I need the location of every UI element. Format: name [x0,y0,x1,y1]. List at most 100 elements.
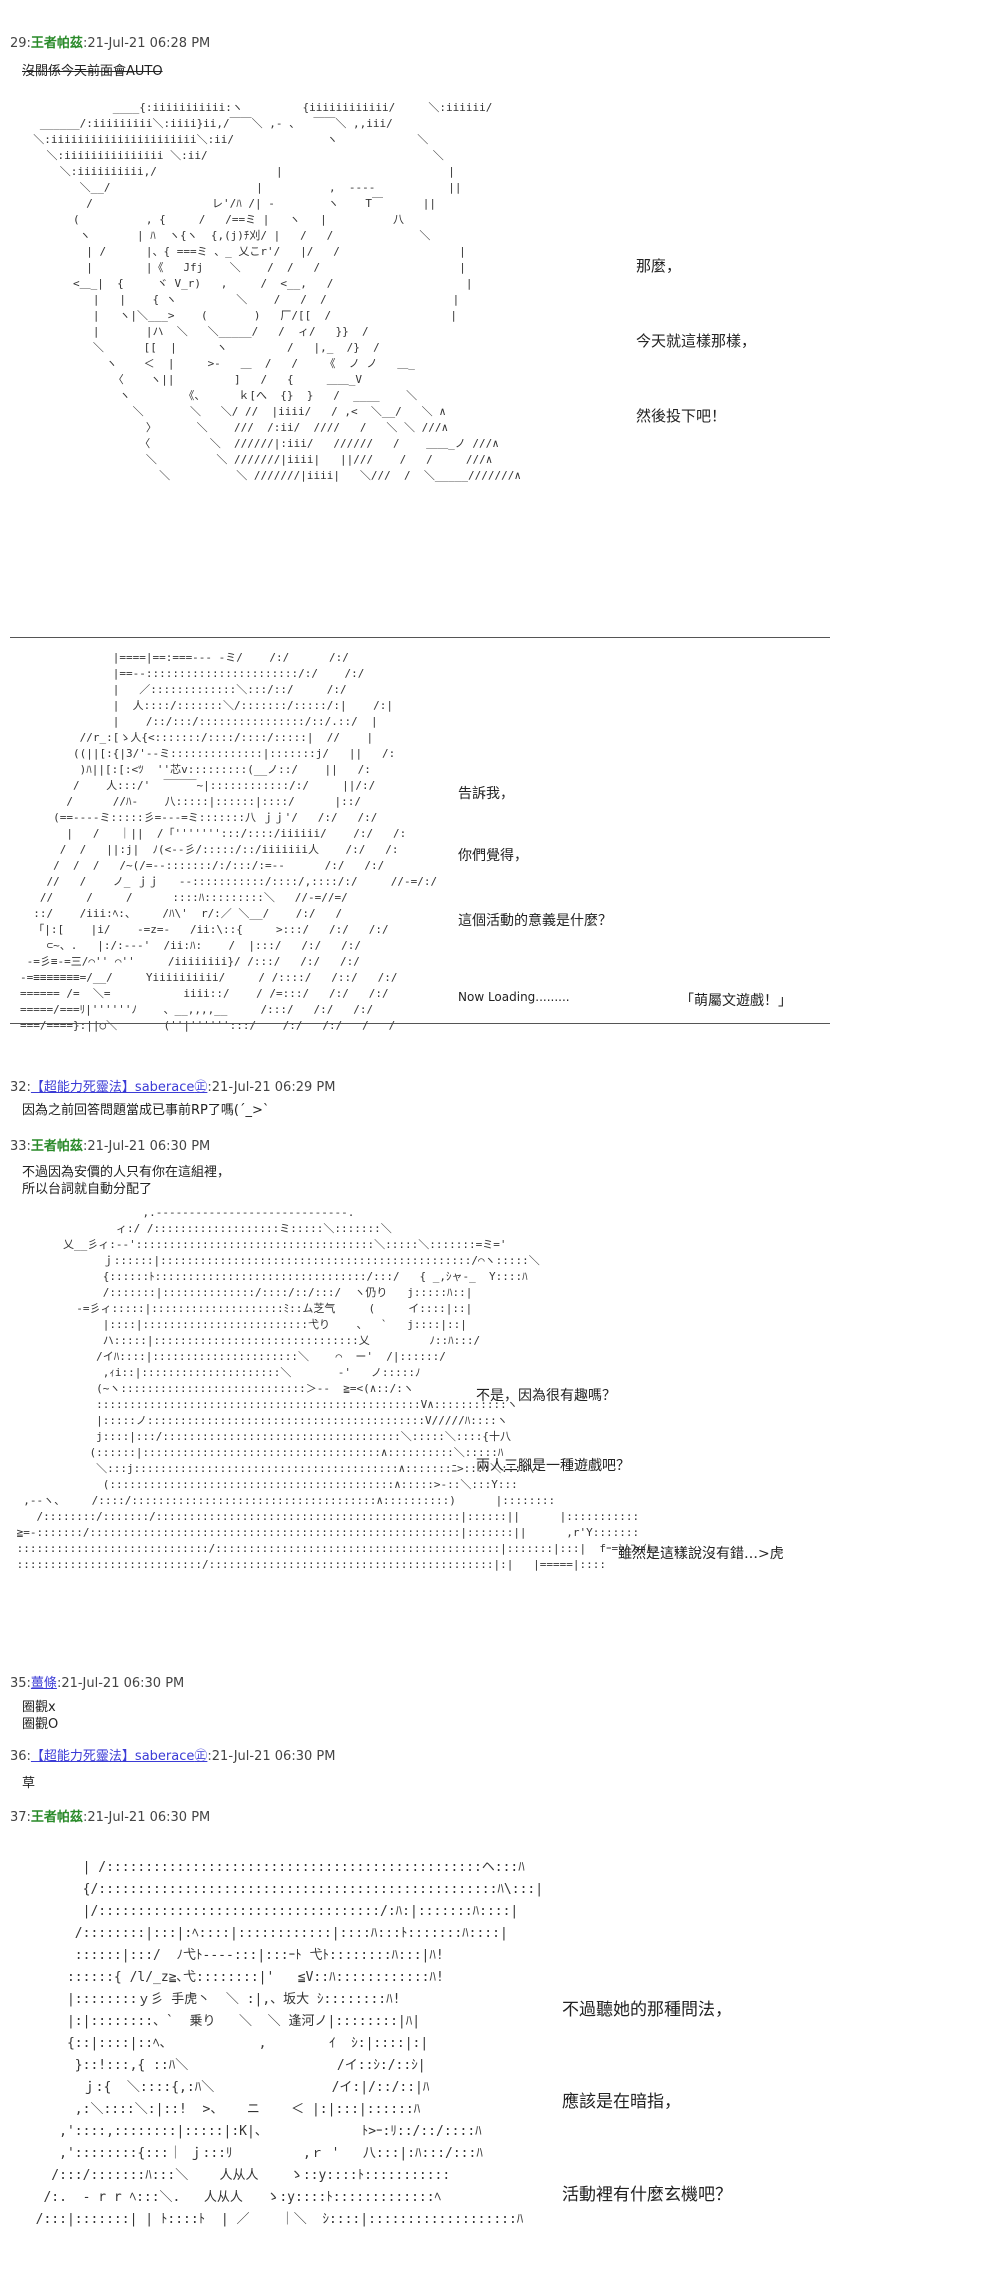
ascii-art-line: / / / /~(/=-‐:::::::/:/:::/:=‐- /:/ /:/ [20,859,385,872]
post-text: 草 [22,1776,36,1791]
post-number: 35: [10,1676,31,1691]
dialog-line: 你們覺得， [458,848,528,864]
ascii-art-3: ,.-‐‐‐‐‐‐‐‐‐‐‐‐‐‐‐‐‐‐‐‐‐‐‐‐‐‐‐‐. ィ:/ /::… [10,1205,686,1573]
poster-name[interactable]: 薑條 [30,1676,57,1691]
ascii-art-line: ＼ ＼ ＼/ // |iiii/ / ,< ＼__/ ＼ ∧ [20,405,446,418]
ascii-art-line: | 人::::/:::::::＼/:::::::/:::::/:| /:| [20,699,393,712]
poster-name[interactable]: 【超能力死靈法】saberace [30,1080,195,1095]
ascii-art-line: ⊂~、. |:/:--‐' /ii:ﾊ: / |:::/ /:/ /:/ [20,939,362,952]
ascii-art-line: ＼:iiiiiiiiiiiiiiiiiiiiii＼:ii/ ヽ ＼ [20,133,429,146]
ascii-art-line: ヽ | ﾊ ヽ{ヽ {,(j)ﾁ刈/ | / / ＼ [20,229,431,242]
ascii-art-line: ,'::::,::::::::|:::::|:K|、 ﾄ>ｰ:ﾘ::/::/::… [20,2124,482,2139]
ascii-art-line: (:::::::::::::::::::::::::::::::::::::::… [10,1478,518,1491]
ascii-art-line: |::::|:::::::::::::::::::::::::弋り 、 ` j:… [10,1318,467,1331]
ascii-art-line: ＼__/ | , -‐‐- || [20,181,462,194]
ascii-art-line: / //ﾊ‐ 八:::::|::::::|::::/ |::/ [20,795,362,808]
ascii-art-line: ( , { / /==ミ | ヽ | 八 [20,213,404,226]
poster-badge: ㊣ [194,1749,208,1764]
post-header-33: 33:王者帕茲:21-Jul-21 06:30 PM [10,1135,210,1154]
dialog-line: 這個活動的意義是什麼？ [458,913,612,929]
post-text: 因為之前回答問題當成已事前RP了嗎(´_>` [22,1103,270,1118]
ascii-art-line: / / ||:j| ﾉ(<--彡/:::::/::/iiiiiii人 /:/ /… [20,843,399,856]
ascii-art-line: (==----ミ:::::彡=--‐=ミ:::::::八 ｊｊ'/ /:/ /:… [20,811,378,824]
dialog-line: 雖然是這樣說沒有錯…>虎 [618,1546,784,1562]
panel-divider [10,1023,830,1024]
dialog-line: 「萌屬文遊戲！」 [680,993,792,1009]
ascii-art-line: {::::::ﾄ::::::::::::::::::::::::::::::::… [10,1270,528,1283]
post-number: 29: [10,36,31,51]
ascii-art-line: | |ハ ＼ ＼_____/ / ィ/ }} / [20,325,369,338]
ascii-art-line: |::::::::ｙ彡 手虎丶 ＼ :|,、坂大 ｼ::::::::ﾊ! [20,1992,401,2007]
ascii-art-line: -=彡ィ:::::|::::::::::::::::::::ﾐ::ム芝气 ( イ… [10,1302,473,1315]
ascii-art-line: ,'::::::::{:::｜ ｊ:::ﾘ ,ｒ ' 八:::|:ﾊ:::/::… [20,2146,483,2161]
ascii-art-line: ::::::|:::/ ﾉ弋ﾄ‐-‐-:::|:::ｰﾄ 弋ﾄ::::::::ﾊ… [20,1948,444,1963]
ascii-art-line: ヽ 《、 ｋ[へ {} } / ____ ＼ [20,389,418,402]
ascii-art-line: // / ノ_ ｊｊ ‐-:::::::::::/::::/,::::/:/ /… [20,875,438,888]
ascii-art-line: // / / ::::ﾊ:::::::::＼ //-=//=/ [20,891,348,904]
dialog-line: 然後投下吧！ [636,407,727,425]
dialog-line: 兩人三腳是一種遊戲吧？ [476,1458,630,1474]
ascii-art-1: ____{:iiiiiiiiiii:ヽ {iiiiiiiiiiii/ ＼:iii… [20,100,521,484]
ascii-art-line: ::::::::::::::::::::::::::::::::::::::::… [10,1398,518,1411]
post-date: :21-Jul-21 06:30 PM [82,1139,211,1154]
ascii-art-line: ====== /= ＼= iiii::/ / /=:::/ /:/ /:/ [20,987,389,1000]
ascii-art-line: | / |、{ ===ミ 、_ 乂こr'/ |/ / | [20,245,466,258]
ascii-art-line: ,.-‐‐‐‐‐‐‐‐‐‐‐‐‐‐‐‐‐‐‐‐‐‐‐‐‐‐‐‐. [10,1206,355,1219]
ascii-art-line: /::::::::/:::::::/::::::::::::::::::::::… [10,1510,640,1523]
ascii-art-line: ≧=-:::::::/:::::::::::::::::::::::::::::… [10,1526,640,1539]
post-text: 圈觀O [22,1717,59,1732]
ascii-art-line: | / ｜|| /「''''''':::/::::/iiiiii/ /:/ /: [20,827,407,840]
ascii-art-line: |====|==:===‐-- -ミ/ /:/ /:/ [20,651,349,664]
post-date: :21-Jul-21 06:30 PM [207,1749,336,1764]
poster-name[interactable]: 【超能力死靈法】saberace [30,1749,195,1764]
ascii-art-line: ::::::{ /l/_z≧､弋::::::::|' ≦V::ﾊ::::::::… [20,1970,444,1985]
ascii-art-line: /:::|:::::::| | ﾄ::::ﾄ | ／ ｜＼ ｼ::::|::::… [20,2212,524,2227]
ascii-art-line: )ﾊ||[:[:<ﾂ ''芯v:::::::::(__ノ::/ || /: [20,763,371,776]
ascii-art-line: ＼:iiiiiiiiiiiiiii ＼:ii/ ＼ [20,149,444,162]
post-date: :21-Jul-21 06:28 PM [82,36,211,51]
poster-name[interactable]: 王者帕茲 [30,1139,83,1154]
ascii-art-line: {/::::::::::::::::::::::::::::::::::::::… [20,1882,544,1897]
poster-name[interactable]: 王者帕茲 [30,1810,83,1825]
ascii-art-line: 「|:[ |i/ ‐=z=- /ii:\::{ >:::/ /:/ /:/ [20,923,389,936]
dialog-line: 不過聽她的那種問法， [562,2000,732,2020]
post-number: 36: [10,1749,31,1764]
post-header-37: 37:王者帕茲:21-Jul-21 06:30 PM [10,1806,210,1825]
dialog-line: 今天就這樣那樣， [636,332,757,350]
ascii-art-line: | |《 Jfj ＼ / / / | [20,261,466,274]
ascii-art-line: 〈 ＼ //////|:iii/ ////// / ＿＿_ノ ///∧ [20,437,499,450]
ascii-art-line: -=≡≡≡≡≡≡≡=/__/ Yiiiiiiiiii/ / /::::/ /::… [20,971,398,984]
ascii-art-line: ハ:::::|:::::::::::::::::::::::::::::::乂 … [10,1334,481,1347]
ascii-art-line: /イﾊ::::|::::::::::::::::::::::＼ ⌒ ー' /|:… [10,1350,446,1363]
post-text: 圈觀x [22,1700,56,1715]
ascii-art-line: :::::::::::::::::::::::::::::/::::::::::… [10,1542,686,1555]
post-text: 所以台詞就自動分配了 [22,1182,153,1197]
ascii-art-line: 〉 ＼ /// /:ii/ //// / ＼ ＼ ///∧ [20,421,449,434]
ascii-art-line: ,‐‐ヽ、 /::::/::::::::::::::::::::::::::::… [10,1494,556,1507]
ascii-art-line: | | { ヽ ＼ / / / | [20,293,460,306]
ascii-art-line: |/::::::::::::::::::::::::::::::::::::/:… [20,1904,519,1919]
ascii-art-4: | /:::::::::::::::::::::::::::::::::::::… [20,1857,543,2231]
dialog-line: 告訴我， [458,786,514,802]
poster-name[interactable]: 王者帕茲 [30,36,83,51]
ascii-art-line: /:::::::|::::::::::::::/::::/::/:::/ ヽ仍り… [10,1286,473,1299]
ascii-art-line: ::::::::::::::::::::::::::::/:::::::::::… [10,1558,607,1571]
ascii-art-line: / レ'/ﾊ /| ‐ ヽ T￣ || [20,197,436,210]
ascii-art-line: |:|::::::::、` 乗り ＼ ＼ 逢河ノ|::::::::|ﾊ| [20,2014,421,2029]
dialog-line: 應該是在暗指， [562,2092,681,2112]
ascii-art-line: ,:＼::::＼:|::! >、 ニ ＜ |:|:::|::::::ﾊ [20,2102,421,2117]
ascii-art-line: 乂__彡ィ:-‐':::::::::::::::::::::::::::::::… [10,1238,507,1251]
ascii-art-line: ::/ /iii:ﾍ:、 /ﾊ\' r/:／ ＼__/ /:/ / [20,907,343,920]
ascii-art-line: ＼ ＼ ///////|iiii| ||/// / / ///∧ [20,453,493,466]
ascii-art-line: | /::/:::/::::::::::::::::/::/.::/ | [20,715,378,728]
poster-badge: ㊣ [194,1080,208,1095]
ascii-art-line: /:::/:::::::ﾊ:::＼ 人从人 ゝ::y::::ﾄ:::::::::… [20,2168,451,2183]
post-date: :21-Jul-21 06:29 PM [207,1080,336,1095]
ascii-art-line: //r_:[ゝ人{<:::::::/::::/::::/:::::| // | [20,731,374,744]
post-header-29: 29:王者帕茲:21-Jul-21 06:28 PM [10,32,210,51]
ascii-art-line: ｊ::::::|::::::::::::::::::::::::::::::::… [10,1254,540,1267]
post-text: 不過因為安價的人只有你在這組裡， [22,1165,231,1180]
ascii-art-line: ____{:iiiiiiiiiii:ヽ {iiiiiiiiiiii/ ＼:iii… [20,101,493,114]
ascii-art-line: |==‐-:::::::::::::::::::::::/:/ /:/ [20,667,365,680]
post-header-32: 32:【超能力死靈法】saberace㊣:21-Jul-21 06:29 PM [10,1076,335,1095]
